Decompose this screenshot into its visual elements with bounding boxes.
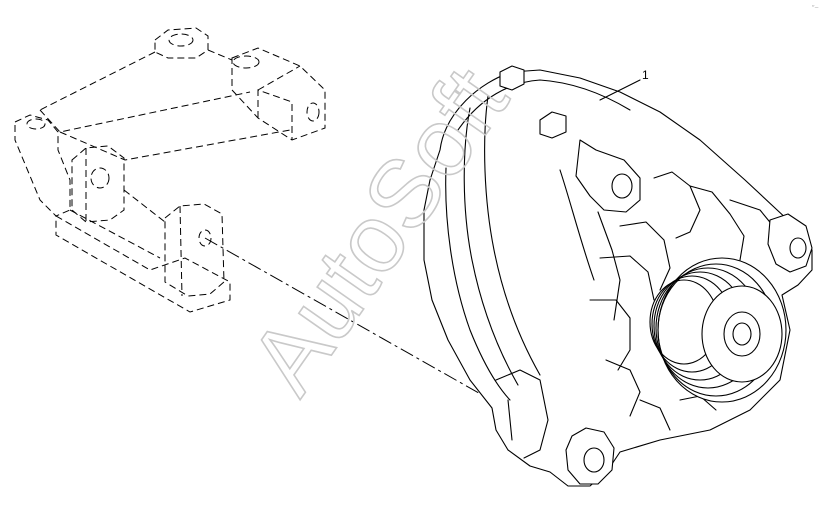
alternator-pulley [649,257,787,403]
callout-label-1: 1 [642,68,649,82]
corner-mark: ″~ [812,5,819,12]
mounting-bracket-phantom [14,27,326,313]
mounting-axis-line [204,237,501,406]
alternator: 1 [423,65,813,487]
callout-leader-1 [599,79,641,101]
